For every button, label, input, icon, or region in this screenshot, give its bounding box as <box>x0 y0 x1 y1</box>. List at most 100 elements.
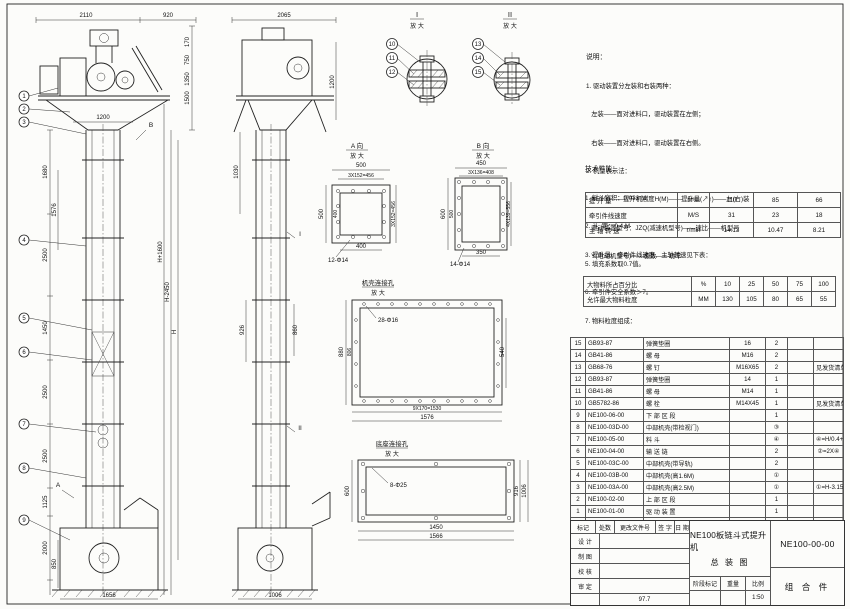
dim-label: 600 <box>345 485 351 496</box>
dim-label: 1200 <box>96 115 110 121</box>
dim-label: 1566 <box>429 534 443 540</box>
weight-label: 重量 <box>721 577 746 590</box>
dim-label: 1006 <box>522 484 528 498</box>
sheet-border <box>6 3 844 605</box>
balloon-label: 1 <box>22 94 26 100</box>
dim-label: 540 <box>500 346 506 357</box>
dim-label: 916 <box>514 485 520 496</box>
title-block-title-area: NE100板链斗式提升机 总 装 图 阶段标记 重量 比例 1:50 <box>690 521 771 605</box>
dim-label: 1576 <box>52 203 58 217</box>
detail-a: A 向 放 大 500 3X152=456 500 3X152=456 400 … <box>319 141 397 264</box>
tech-line: 3. 提升量、牵引件线速度、主轴转速见下表： <box>585 251 712 259</box>
balloon-label: 14 <box>475 56 482 62</box>
holes-label: 28-Φ16 <box>378 318 399 324</box>
balloon-label: 13 <box>475 42 482 48</box>
dim-label: 350 <box>476 250 487 256</box>
detail-subtitle: 放 大 <box>476 152 490 160</box>
tech-heading: 技术性能： <box>585 165 619 173</box>
balloon-label: 5 <box>22 316 26 322</box>
section-mark-i: I <box>299 231 301 238</box>
dim-label: H+1600 <box>158 241 164 263</box>
dim-label: 500 <box>356 163 367 169</box>
dim-label: 926 <box>240 324 246 335</box>
dim-label: 1576 <box>420 415 434 421</box>
dim-label: 2500 <box>43 248 49 262</box>
drawing-title-line1: NE100板链斗式提升机 <box>690 531 767 552</box>
perf-row: 提 升 量 M³/h 110 85 66 <box>585 192 841 208</box>
side-view: 2065 1200 1030 926 860 I II 1006 <box>231 13 337 600</box>
dim-label: 400 <box>356 244 367 250</box>
note-line: 右装——面对进料口，驱动装置在右侧。 <box>586 139 705 147</box>
stage-label: 阶段标记 <box>690 577 721 590</box>
role-label: 设 计 <box>571 534 600 548</box>
scale-value: 1:50 <box>752 595 764 601</box>
dim-label: 2065 <box>277 13 291 19</box>
front-view: 2110 920 170 750 1350 1500 1200 B <box>18 13 197 600</box>
balloon-label: 4 <box>22 238 26 244</box>
scale-label: 比例 <box>751 582 764 588</box>
balloon-label: 8 <box>22 466 26 472</box>
detail-subtitle: 放 大 <box>410 22 424 30</box>
detail-ii: II 放 大 13 14 15 <box>472 10 531 104</box>
weight-value <box>721 591 746 605</box>
dim-label: 1006 <box>268 593 282 599</box>
grain-row: 大物料所占百分比 % 10 25 50 75 100 <box>583 276 836 292</box>
dim-label: 2110 <box>80 13 94 19</box>
note-line: 左装——面对进料口，驱动装置在左侧； <box>586 111 705 119</box>
drawing-number: NE100-00-00 <box>771 521 844 568</box>
role-value <box>600 534 689 548</box>
dim-label: 400 <box>333 210 339 219</box>
date-label <box>571 594 600 605</box>
dim-label: 850 <box>52 558 58 569</box>
balloon-label: 3 <box>22 120 26 126</box>
tech-line: 7. 物料粒度组成： <box>585 317 637 325</box>
detail-subtitle: 放 大 <box>503 22 517 30</box>
dim-label: 500 <box>449 210 455 219</box>
dim-label: 750 <box>185 54 191 65</box>
detail-title: 机壳连接孔 <box>362 278 395 287</box>
dim-label: 1200 <box>330 75 336 89</box>
dim-label: 860 <box>293 324 299 335</box>
dim-label: 2500 <box>43 385 49 399</box>
balloon-label: 15 <box>475 70 482 76</box>
balloon-label: 6 <box>22 350 26 356</box>
title-block-number-area: NE100-00-00 组 合 件 <box>771 521 844 605</box>
dim-label: 4X139=556 <box>506 201 512 227</box>
dim-label: 500 <box>319 208 325 219</box>
grain-row: 允许最大物料粒度 MM 130 105 80 65 55 <box>583 291 836 307</box>
dim-label: 170 <box>185 36 191 47</box>
note-line: 1. 驱动装置分左装和右装两种： <box>586 82 675 90</box>
dim-label: 1350 <box>185 72 191 86</box>
section-mark-a: A <box>56 482 61 489</box>
role-label: 审 定 <box>571 579 600 593</box>
rev-cell: 签 字 <box>656 521 675 533</box>
notes-heading: 说明： <box>586 53 607 61</box>
balloon-label: 9 <box>22 518 26 524</box>
balloon-label: 2 <box>22 107 26 113</box>
detail-b: B 向 放 大 450 3X136=408 600 500 4X139=556 … <box>441 141 512 268</box>
rev-cell: 更改文件号 <box>615 521 656 533</box>
note-line: 2. 机型表示法： <box>586 167 631 175</box>
note-line: Y(电动机型号)——极数——功率 <box>586 252 682 260</box>
dim-label: 1450 <box>429 525 443 531</box>
dim-label: 3X152=456 <box>348 173 374 179</box>
dim-label: 1656 <box>102 593 116 599</box>
dim-label: 3X136=408 <box>468 170 494 176</box>
holes-label: 14-Φ14 <box>450 262 471 268</box>
dim-label: 9X170=1530 <box>413 406 442 412</box>
performance-table: 提 升 量 M³/h 110 85 66 牵引件线速度 M/S 31 23 18… <box>585 192 841 238</box>
detail-title: 底座连接孔 <box>376 439 409 448</box>
section-mark-b: B <box>149 122 153 129</box>
